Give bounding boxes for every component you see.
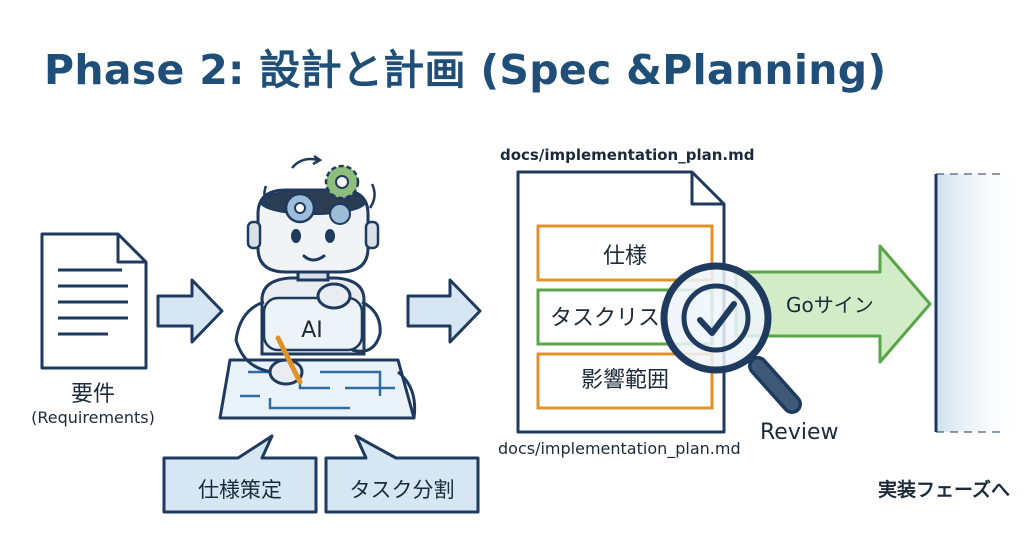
next-phase-panel (934, 173, 1024, 433)
ai-robot-icon (218, 154, 417, 420)
next-phase-label: 実装フェーズへ (878, 479, 1011, 501)
requirements-document-icon (40, 232, 148, 370)
ai-label: AI (301, 318, 323, 343)
go-sign-label: Goサイン (786, 293, 874, 317)
magnifier-check-icon (660, 262, 802, 414)
arrow-right-icon (406, 278, 482, 344)
plan-filename-bottom: docs/implementation_plan.md (498, 439, 741, 458)
plan-filename-top: docs/implementation_plan.md (500, 146, 755, 164)
plan-section-tasklist: タスクリス (549, 306, 660, 331)
callout-spec (162, 434, 318, 514)
review-label: Review (760, 420, 839, 445)
callout-task-split (324, 434, 480, 514)
requirements-sublabel: (Requirements) (31, 408, 155, 427)
plan-section-impact: 影響範囲 (580, 368, 669, 393)
callout-spec-label: 仕様策定 (198, 478, 282, 502)
callout-task-split-label: タスク分割 (349, 478, 455, 502)
plan-section-spec: 仕様 (602, 244, 647, 269)
arrow-right-icon (156, 278, 224, 344)
page-title: Phase 2: 設計と計画 (Spec &Planning) (44, 46, 887, 94)
requirements-label: 要件 (70, 382, 115, 407)
